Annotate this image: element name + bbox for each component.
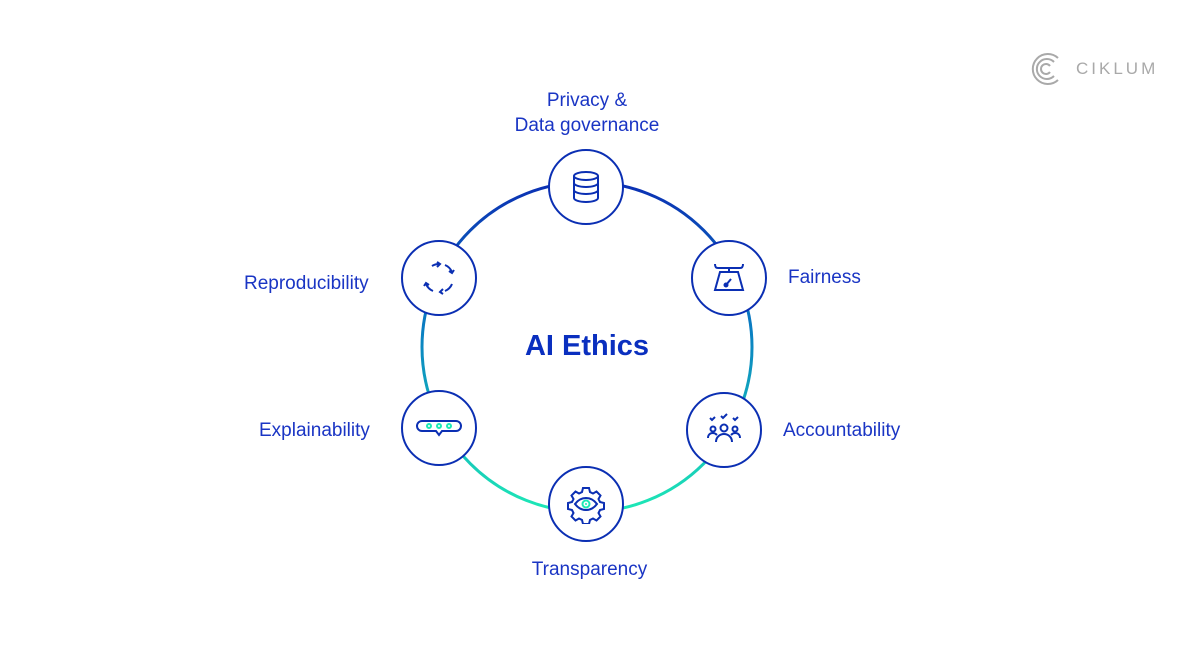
- ciklum-logo-icon: [1031, 53, 1059, 85]
- center-title: AI Ethics: [524, 330, 650, 362]
- ciklum-logo-text: CIKLUM: [1076, 59, 1159, 78]
- node-privacy: [548, 149, 624, 225]
- gear-eye-icon: [567, 487, 605, 524]
- people-check-icon: [707, 413, 741, 443]
- node-accountability: [686, 392, 762, 468]
- chat-bubble-icon: [416, 420, 462, 437]
- label-reproducibility: Reproducibility: [244, 273, 369, 294]
- node-explainability: [401, 390, 477, 466]
- label-accountability: Accountability: [783, 420, 901, 441]
- scale-icon: [713, 263, 745, 291]
- database-icon: [573, 171, 599, 204]
- label-privacy-line1: Privacy &: [546, 90, 628, 111]
- label-explainability: Explainability: [259, 420, 370, 441]
- label-privacy: Privacy & Data governance: [487, 88, 687, 138]
- node-transparency: [548, 466, 624, 542]
- label-privacy-line2: Data governance: [514, 115, 660, 136]
- node-reproducibility: [401, 240, 477, 316]
- ciklum-logo: CIKLUM: [1030, 52, 1158, 86]
- label-fairness: Fairness: [788, 267, 861, 288]
- cycle-arrows-icon: [423, 261, 455, 295]
- label-transparency: Transparency: [531, 559, 648, 580]
- node-fairness: [691, 240, 767, 316]
